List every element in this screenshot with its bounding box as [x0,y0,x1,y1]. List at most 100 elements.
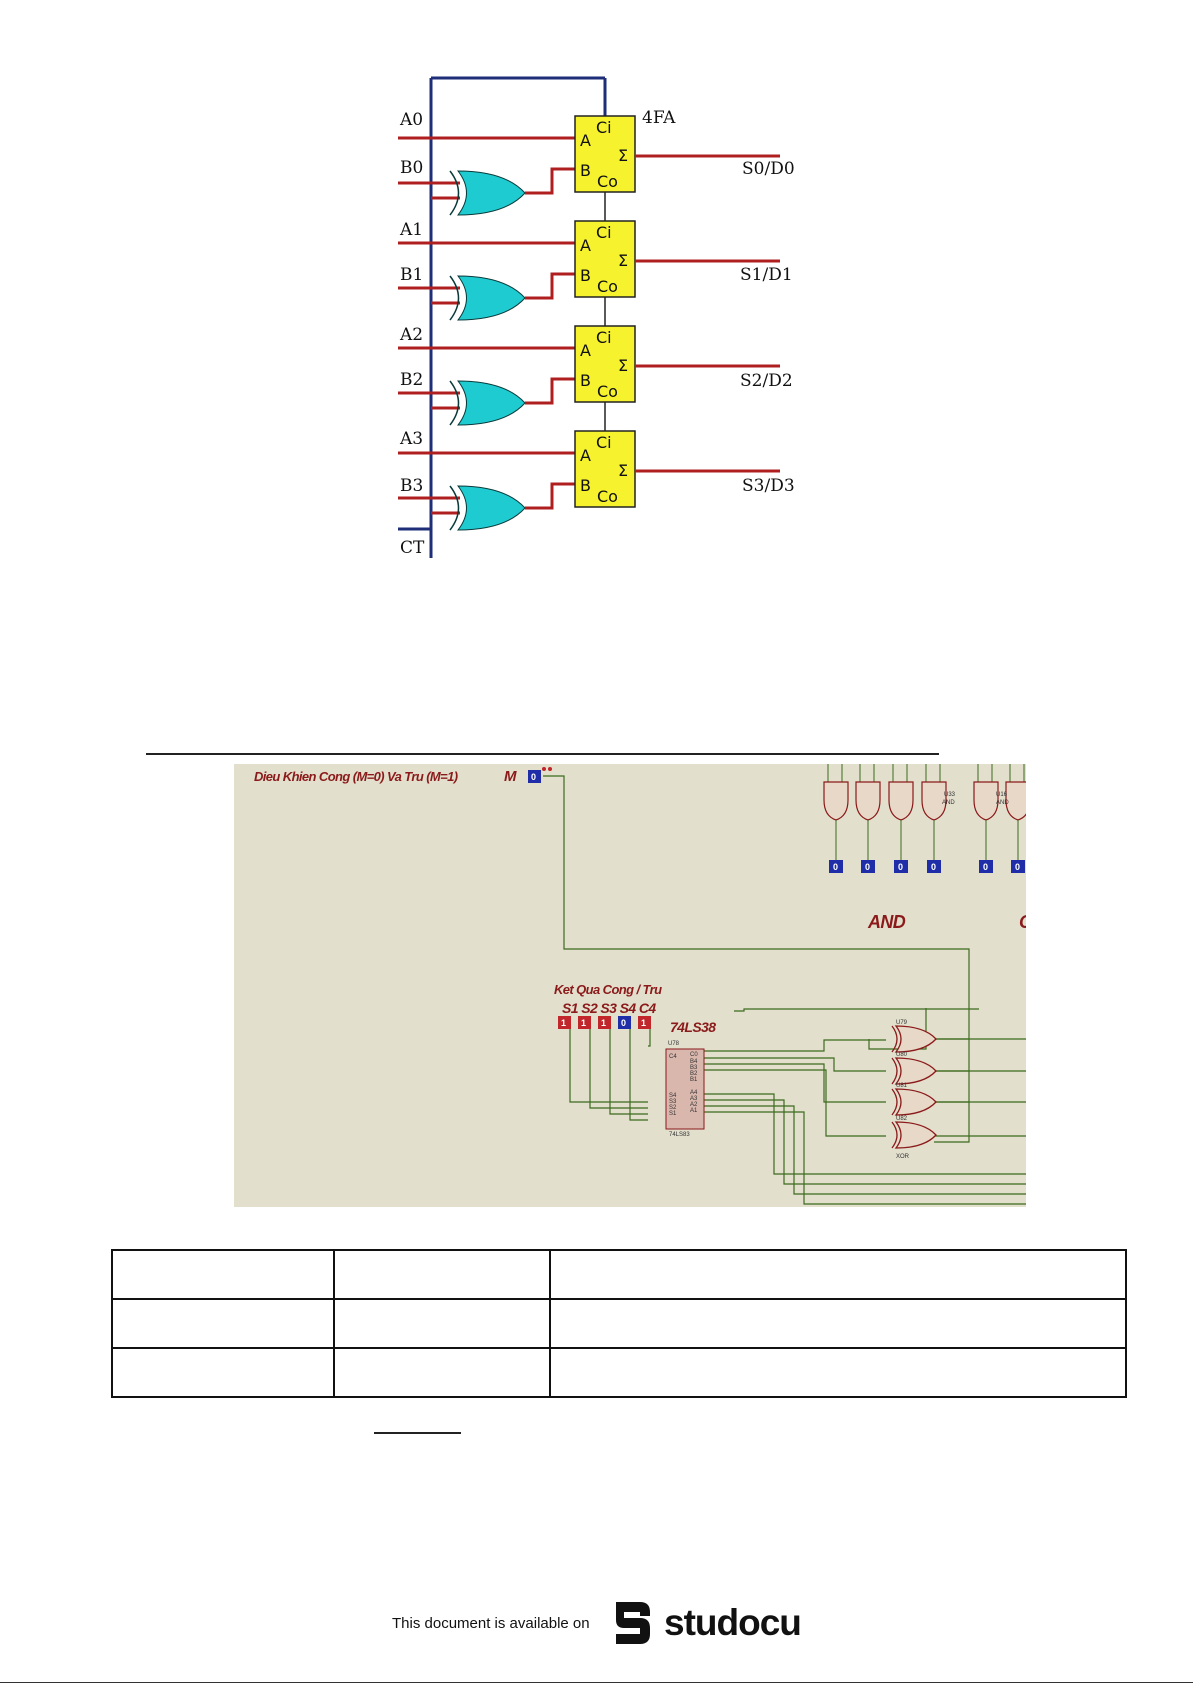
gate-ref-u33: U33 [944,792,956,798]
gate-type-and-2: AND [996,800,1009,806]
info-table [111,1249,1127,1398]
table-cell [111,1347,335,1398]
table-cell [111,1249,335,1300]
xor-ref-1: U80 [896,1052,908,1058]
xor-ref-3: U82 [896,1116,908,1122]
chip-ref: U78 [668,1041,680,1047]
result-probe-1 [578,1016,591,1029]
result-value-0: 1 [561,1018,566,1028]
chip-pin-left-c4: C4 [669,1054,677,1060]
pin-a-3: A [580,446,591,465]
chip-pin-left-s3: S3 [669,1099,677,1105]
and-section-label: AND [867,912,906,932]
separator-line [146,753,939,755]
control-value: 0 [531,772,536,782]
pin-co-0: Co [597,172,618,191]
pin-sum-1: Σ [618,251,628,270]
and-gate-0: 0 [823,764,849,873]
result-probe-4 [638,1016,651,1029]
table-row [111,1249,1127,1300]
adder-chip [665,1048,705,1130]
control-name: M [504,768,517,785]
and-output-probe-5 [1011,860,1025,873]
gate-type-and-1: AND [942,800,955,806]
and-gate-2: 0 [888,764,914,873]
and-output-value-0: 0 [833,862,838,872]
xor-gate-2: U81 [891,1083,937,1116]
chip-pin-right-b3: B3 [690,1065,698,1071]
pin-b-1: B [580,266,591,285]
and-gate-3: 0 [921,764,947,873]
xor-ref-0: U79 [896,1020,908,1026]
chip-pin-left-s4: S4 [669,1093,677,1099]
control-switch[interactable] [528,770,541,783]
table-cell [549,1249,1127,1300]
pin-b-2: B [580,371,591,390]
table-cell [333,1298,551,1349]
and-output-probe-2 [894,860,908,873]
chip-name: 74LS38 [670,1019,716,1035]
pin-co-3: Co [597,487,618,506]
proteus-simulation: Dieu Khien Cong (M=0) Va Tru (M=1) M 0 0… [234,764,1026,1207]
label-s0d0: S0/D0 [742,159,795,179]
chip-pin-right-a1: A1 [690,1108,698,1114]
label-a3: A3 [399,429,423,449]
pin-co-2: Co [597,382,618,401]
table-cell [111,1298,335,1349]
chip-pin-right-b1: B1 [690,1077,698,1083]
result-probe-0 [558,1016,571,1029]
and-output-value-2: 0 [898,862,903,872]
footer: This document is available on studocu [0,1598,1193,1654]
xor-gate-0: U79 [891,1020,937,1053]
and-gate-1: 0 [855,764,881,873]
pin-b-3: B [580,476,591,495]
result-probe-2 [598,1016,611,1029]
table-cell [549,1298,1127,1349]
chip-pin-right-b2: B2 [690,1071,698,1077]
label-b2: B2 [400,370,423,390]
full-adder-2 [574,325,636,403]
schematic-background [234,764,1026,1207]
label-s1d1: S1/D1 [740,265,793,285]
chip-pin-right-a4: A4 [690,1090,698,1096]
pin-a-2: A [580,341,591,360]
partial-section-label: C [1019,912,1026,932]
result-names: S1 S2 S3 S4 C4 [562,1000,656,1016]
chip-pin-right-b4: B4 [690,1059,698,1065]
chip-pin-left-s2: S2 [669,1105,677,1111]
studocu-logo-icon[interactable] [610,1598,654,1648]
pin-b-0: B [580,161,591,180]
pin-ci-2: Ci [596,328,612,347]
pin-ci-1: Ci [596,223,612,242]
and-output-probe-3 [927,860,941,873]
table-cell [333,1249,551,1300]
pin-sum-0: Σ [618,146,628,165]
label-b0: B0 [400,158,423,178]
and-output-value-1: 0 [865,862,870,872]
result-value-1: 1 [581,1018,586,1028]
footer-text: This document is available on [392,1615,590,1632]
chip-pin-right-a3: A3 [690,1096,698,1102]
label-ct: CT [400,538,425,558]
control-label: Dieu Khien Cong (M=0) Va Tru (M=1) [254,769,458,784]
label-a0: A0 [399,110,423,130]
xor-type-label: XOR [896,1154,910,1160]
full-adder-3 [574,430,636,508]
full-adder-1 [574,220,636,298]
and-output-value-4: 0 [983,862,988,872]
and-output-value-3: 0 [931,862,936,872]
label-b3: B3 [400,476,423,496]
table-row [111,1298,1127,1349]
table-cell [549,1347,1127,1398]
xor-gate-2 [456,380,526,426]
pin-sum-3: Σ [618,461,628,480]
and-output-probe-0 [829,860,843,873]
label-s2d2: S2/D2 [740,371,793,391]
pin-sum-2: Σ [618,356,628,375]
label-a1: A1 [399,220,423,240]
footer-brand[interactable]: studocu [664,1602,802,1643]
